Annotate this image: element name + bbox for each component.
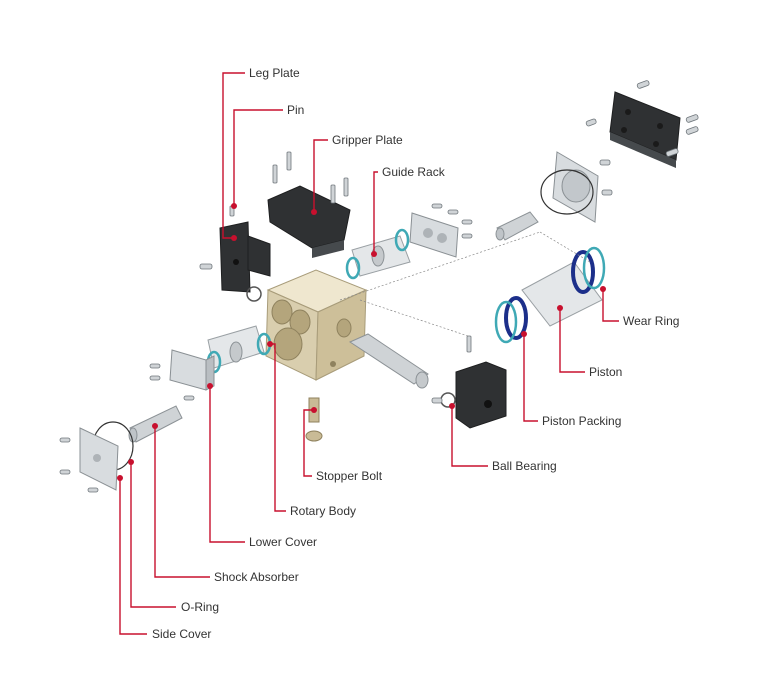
callout-side-cover: Side Cover [117,475,211,641]
label-gripper-plate: Gripper Plate [332,133,403,147]
center-pin [466,335,472,353]
label-rotary-body: Rotary Body [290,504,356,518]
callout-pin: Pin [231,103,304,209]
side-cover [59,421,134,493]
lower-cover [149,349,215,401]
left-rollers [206,325,272,374]
pinion-shaft [348,333,429,389]
callout-dot [128,459,134,465]
label-wear-ring: Wear Ring [623,314,679,328]
label-side-cover: Side Cover [152,627,211,641]
assembly-axis-lines [339,231,591,337]
callout-leg-plate: Leg Plate [222,66,300,241]
piston-assembly [494,246,606,344]
gripper-plate [267,151,351,258]
callout-guide-rack: Guide Rack [371,165,446,257]
label-stopper-bolt: Stopper Bolt [316,469,383,483]
callout-o-ring: O-Ring [128,459,219,614]
callout-wear-ring: Wear Ring [600,286,679,328]
callout-dot [231,235,237,241]
callout-dot [371,251,377,257]
rotary-body [265,269,368,381]
callout-shock-absorber: Shock Absorber [152,423,299,584]
callout-dot [267,341,273,347]
callout-dot [152,423,158,429]
leg-plate-left [199,205,271,302]
label-o-ring: O-Ring [181,600,219,614]
label-shock-absorber: Shock Absorber [214,570,299,584]
label-leg-plate: Leg Plate [249,66,300,80]
leg-plate-right [431,361,507,429]
callout-gripper-plate: Gripper Plate [311,133,403,215]
callout-dot [557,305,563,311]
callout-dot [207,383,213,389]
callout-lower-cover: Lower Cover [207,383,317,549]
right-pin-rod [495,211,539,241]
callout-dot [231,203,237,209]
callout-ball-bearing: Ball Bearing [449,403,557,473]
stopper-bolt [305,397,323,442]
label-pin: Pin [287,103,304,117]
top-right-bracket [609,91,681,168]
top-right-screws [585,80,699,157]
callout-piston-packing: Piston Packing [521,331,621,428]
label-piston: Piston [589,365,622,379]
guide-plate [409,203,473,258]
guide-rack [345,228,411,280]
callout-dot [117,475,123,481]
label-lower-cover: Lower Cover [249,535,317,549]
callout-dot [449,403,455,409]
cylinder-end-plate [540,151,613,223]
callout-dot [521,331,527,337]
callout-stopper-bolt: Stopper Bolt [303,407,383,483]
callout-rotary-body: Rotary Body [267,341,356,518]
label-ball-bearing: Ball Bearing [492,459,557,473]
label-guide-rack: Guide Rack [382,165,446,179]
callout-dot [311,407,317,413]
label-piston-packing: Piston Packing [542,414,621,428]
callout-dot [600,286,606,292]
callout-piston: Piston [557,305,622,379]
callout-dot [311,209,317,215]
